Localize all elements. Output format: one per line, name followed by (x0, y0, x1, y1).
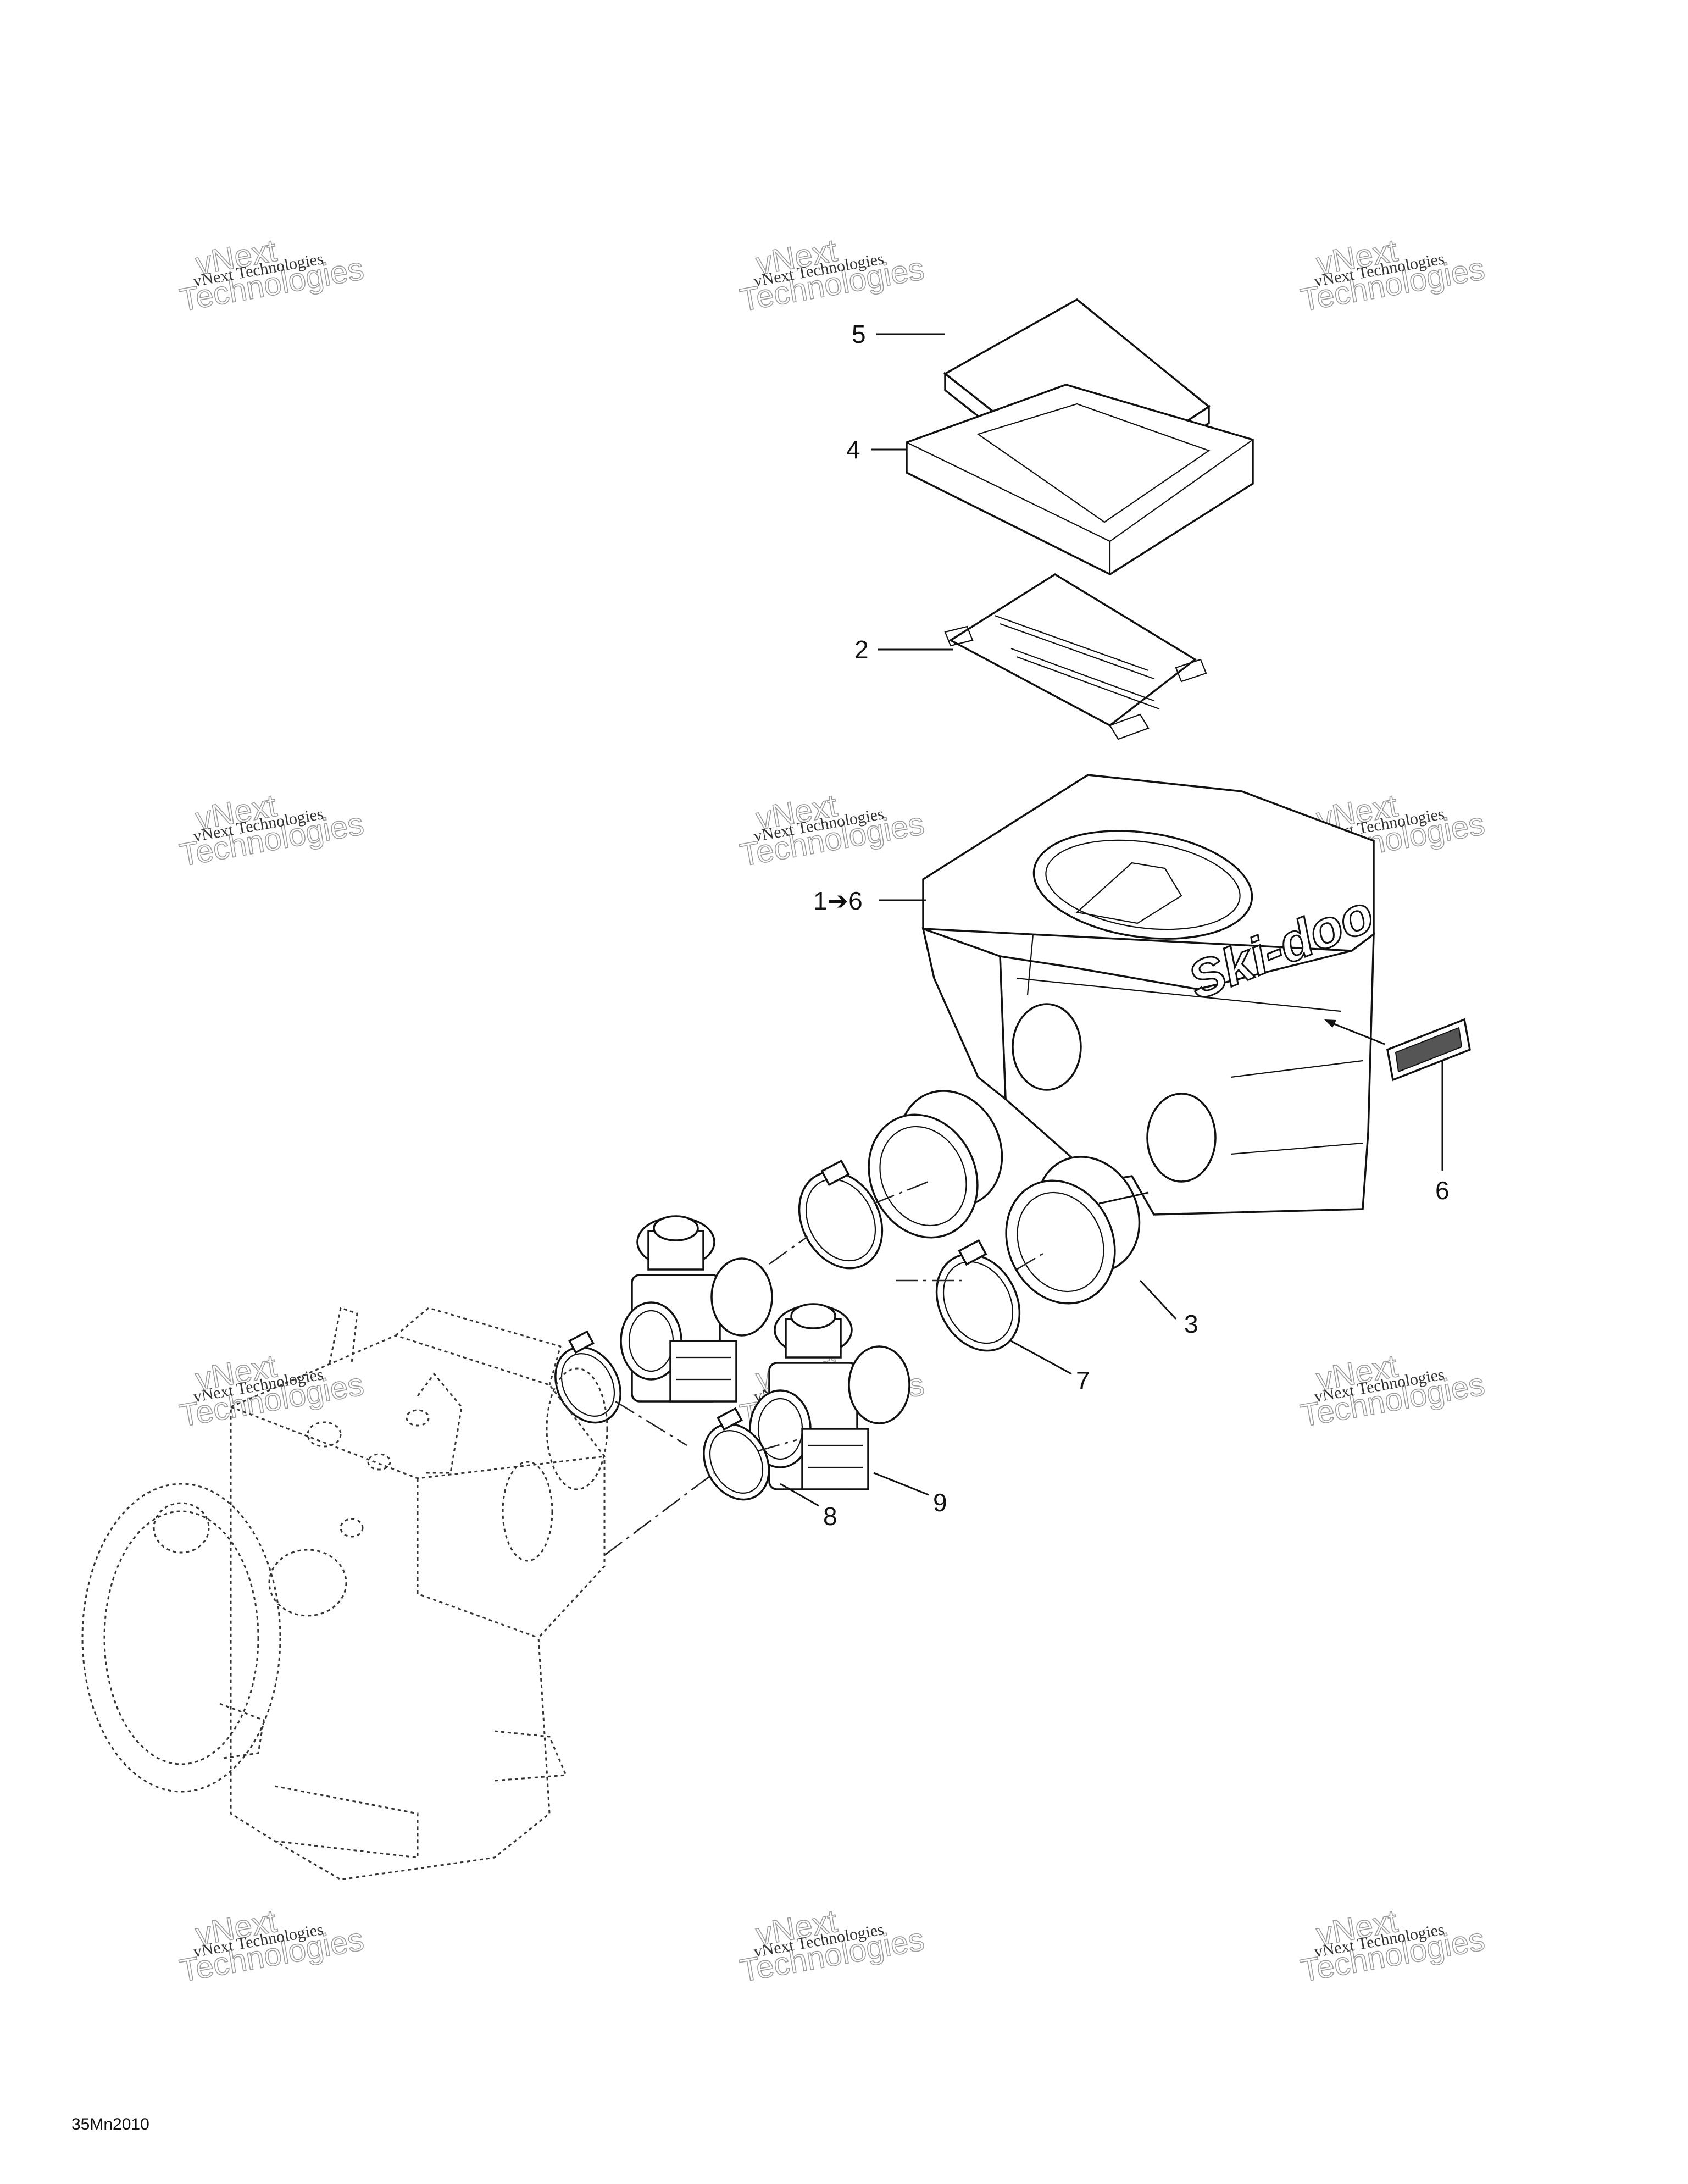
callout-2: 2 (854, 635, 869, 664)
callout-6: 6 (1435, 1176, 1450, 1205)
watermark-bottom-left: vNext Technologies vNext Technologies (176, 1903, 367, 1989)
watermark-top-left: vNext Technologies vNext Technologies (176, 232, 367, 318)
clamp-part-8-upper (554, 1330, 621, 1424)
filter-plate-part-2 (944, 573, 1207, 740)
watermark-bottom-center: vNext Technologies vNext Technologies (737, 1903, 927, 1989)
watermark-low-left: vNext Technologies vNext Technologies (176, 1348, 367, 1434)
air-silencer-box-part-1: Ski-doo (921, 774, 1385, 1216)
callout-9: 9 (933, 1488, 947, 1517)
callout-3: 3 (1184, 1310, 1198, 1338)
filter-frame-part-4 (906, 384, 1254, 576)
watermark-mid-left: vNext Technologies vNext Technologies (176, 787, 367, 873)
diagram-reference-code: 35Mn2010 (71, 2115, 149, 2133)
watermark-bottom-right: vNext Technologies vNext Technologies (1297, 1903, 1487, 1989)
decal-part-6 (1386, 1018, 1471, 1082)
callout-4: 4 (846, 435, 860, 464)
carburetor-part-9-lower (749, 1303, 910, 1490)
callout-8: 8 (823, 1502, 837, 1531)
clamp-part-8-lower (703, 1407, 770, 1501)
watermark-mid-center: vNext Technologies vNext Technologies (737, 787, 927, 873)
assembly-centerlines (604, 1180, 1045, 1556)
watermark-top-center: vNext Technologies vNext Technologies (737, 232, 927, 318)
watermark-top-right: vNext Technologies vNext Technologies (1297, 232, 1487, 318)
callout-1-to-6: 1➔6 (813, 886, 863, 915)
carburetor-adaptor-part-3-upper (868, 1090, 1003, 1239)
carburetor-part-9-upper (620, 1215, 773, 1403)
carburetor-adaptor-part-3-lower (1005, 1156, 1141, 1305)
callout-5: 5 (852, 320, 866, 348)
leader-lines (780, 333, 1443, 1507)
engine-reference-outline (81, 1307, 608, 1881)
callout-7: 7 (1076, 1366, 1090, 1395)
clamp-part-7-lower (935, 1239, 1021, 1352)
watermark-low-right: vNext Technologies vNext Technologies (1297, 1348, 1487, 1434)
